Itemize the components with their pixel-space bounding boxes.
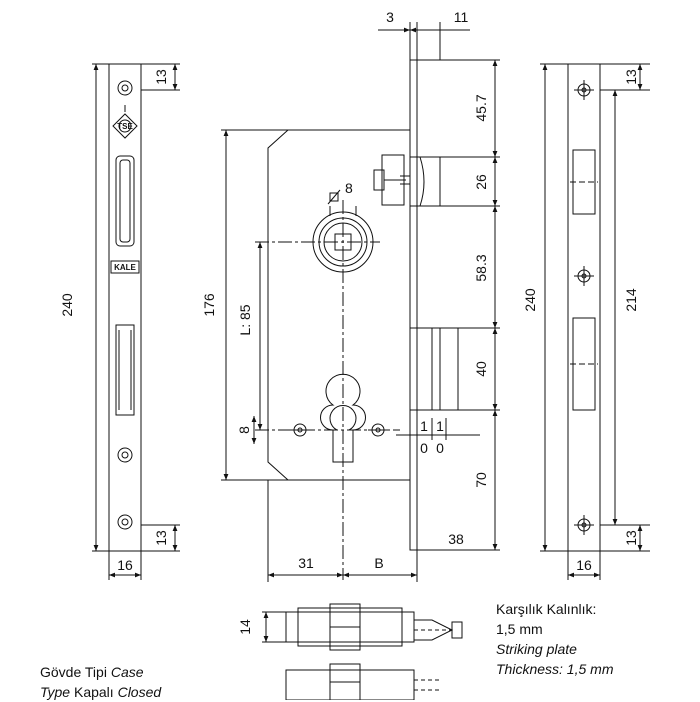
dead-bolt [409,327,459,411]
case-type-line-1: Gövde Tipi Case [40,662,161,682]
strike-bolt-slot [570,317,598,411]
bottom-section-view [285,663,440,700]
striking-plate [540,63,650,580]
striking-plate-note: Karşılık Kalınlık: 1,5 mm Striking plate… [496,599,613,679]
dim-faceplate-thickness: 3 [386,9,394,25]
striking-note-label-tr: Karşılık Kalınlık: [496,601,597,617]
striking-plate-outline [567,63,601,552]
strike-screw-top-icon [574,80,594,100]
screw-hole-upper-icon [117,447,133,463]
dim-latch-projection: 11 [454,9,469,25]
dim-striking-length: 240 [522,288,538,312]
dim-faceplate-length-left: 240 [59,293,75,317]
dim-screw-offset-top-right: 13 [623,69,639,85]
bolt-slot [115,324,135,416]
dim-body-height: 176 [201,293,217,317]
fixing-hole-left-icon [290,423,310,437]
dim-throw-2: 1 [436,418,444,434]
body-outline [267,129,410,481]
left-faceplate [92,63,180,580]
faceplate-outline [108,63,142,552]
dim-faceplate-width-left: 16 [117,557,133,573]
top-section-view [262,603,463,651]
dim-spindle-square: 8 [345,180,353,196]
tse-cert-icon [112,113,138,139]
fixing-hole-right-icon [368,423,388,437]
case-type-line-2: Type Kapalı Closed [40,682,161,702]
strike-screw-bottom-icon [574,515,594,535]
latch-bolt [373,154,441,207]
kale-logo-icon [110,260,140,274]
case-value-en: Closed [117,684,162,700]
dim-latch-to-bolt: 58.3 [473,254,489,281]
dim-bolt-height: 40 [473,361,489,377]
striking-note-label-en: Striking plate [496,641,577,657]
case-value-tr: Kapalı [73,684,114,700]
screw-hole-top-icon [117,80,133,96]
dim-screw-offset-bottom-left: 13 [153,530,169,546]
strike-screw-middle-icon [574,266,594,286]
dim-cylinder-hole: 8 [236,426,252,434]
strike-latch-slot [570,149,598,215]
lock-body [221,22,500,582]
tse-logo-text: TSE [117,122,133,131]
dim-throw-0b: 0 [436,440,444,456]
latch-slot [115,155,135,247]
dim-throw-0a: 0 [420,440,428,456]
case-label-en: Case [110,664,144,680]
striking-note-value-tr: 1,5 mm [496,621,543,637]
dim-body-depth: 38 [448,531,464,547]
dim-latch-height: 26 [473,174,489,190]
case-type-label: Type [40,684,71,700]
kale-logo-text: KALE [114,263,136,272]
faceplate-side [409,59,418,551]
dim-backset: 31 [298,555,314,571]
case-label-tr: Gövde Tipi [40,664,107,680]
dim-bolt-bottom-offset: 70 [473,472,489,488]
case-type-note: Gövde Tipi Case Type Kapalı Closed [40,662,161,702]
dim-screw-offset-bottom-right: 13 [623,530,639,546]
dim-spindle-to-cylinder: L: 85 [237,304,253,335]
dim-backset-variable: B [374,555,383,571]
screw-hole-bottom-icon [117,514,133,530]
dim-striking-width: 16 [576,557,592,573]
dim-throw-1: 1 [420,418,428,434]
dim-section-depth: 14 [237,619,253,635]
dim-striking-screw-spacing: 214 [623,288,639,312]
dim-screw-offset-top-left: 13 [153,69,169,85]
square-size-icon [327,189,341,205]
cylinder-cutout [320,373,366,463]
striking-note-value-en: Thickness: 1,5 mm [496,661,614,677]
dim-latch-top-offset: 45.7 [473,94,489,121]
